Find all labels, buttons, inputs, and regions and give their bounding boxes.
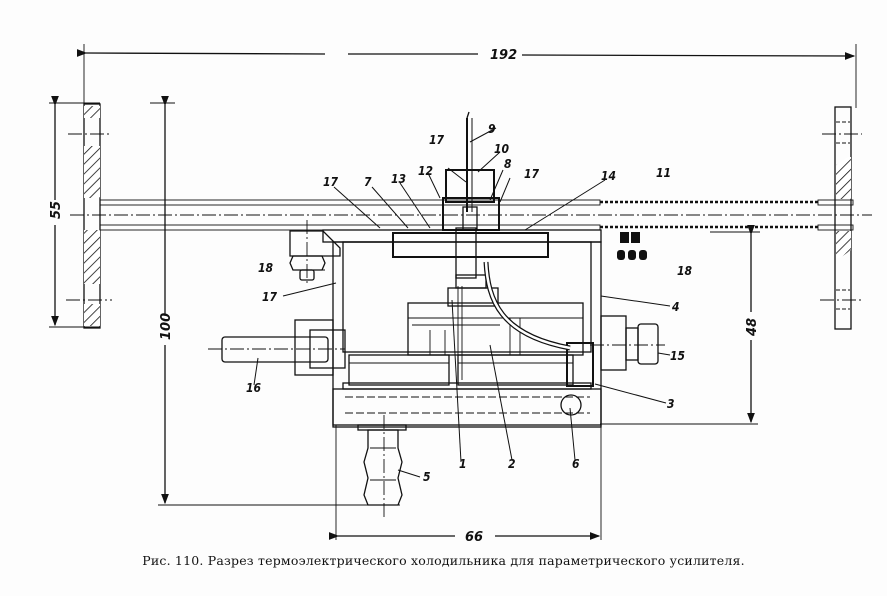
dim-192-label: 192 (490, 48, 517, 63)
dimension-100: 100 (150, 95, 400, 506)
dimension-48: 48 (600, 224, 760, 425)
label-1: 1 (459, 457, 467, 471)
dim-100-label: 100 (159, 313, 174, 340)
coolant-nipple (357, 415, 407, 520)
label-15: 15 (670, 349, 685, 363)
label-11: 11 (656, 166, 671, 180)
part-labels: 9 10 17 8 17 12 13 7 17 14 11 18 18 17 4… (246, 122, 693, 484)
top-connector (442, 111, 500, 231)
label-9: 9 (488, 122, 496, 136)
label-10: 10 (494, 142, 510, 156)
label-17-left: 17 (323, 175, 339, 189)
dim-48-label: 48 (745, 318, 760, 337)
label-2: 2 (508, 457, 516, 471)
label-13: 13 (391, 172, 406, 186)
right-connector (590, 315, 665, 371)
label-3: 3 (667, 397, 675, 411)
dim-66-label: 66 (465, 530, 483, 545)
leader-lines (253, 127, 671, 478)
dimension-192: 192 (76, 44, 857, 108)
label-14: 14 (601, 169, 616, 183)
housing-top-plate (322, 229, 602, 243)
part-marking (617, 232, 647, 260)
housing-body (332, 227, 602, 428)
right-flange (820, 106, 864, 330)
dimension-55: 55 (49, 95, 100, 328)
label-5: 5 (423, 470, 431, 484)
dim-55-label: 55 (49, 201, 64, 219)
label-4: 4 (672, 300, 680, 314)
label-17-bottom: 17 (262, 290, 278, 304)
label-12: 12 (418, 164, 433, 178)
figure-caption: Рис. 110. Разрез термоэлектрического хол… (142, 553, 745, 568)
dimension-66: 66 (328, 425, 602, 545)
label-7: 7 (364, 175, 372, 189)
label-18-left: 18 (258, 261, 274, 275)
label-16: 16 (246, 381, 262, 395)
label-18-right: 18 (677, 264, 693, 278)
label-17-right: 17 (524, 167, 540, 181)
waveguide-tube (70, 199, 872, 231)
label-17-top: 17 (429, 133, 445, 147)
label-8: 8 (504, 157, 512, 171)
label-6: 6 (572, 457, 580, 471)
left-input-connector (208, 319, 346, 376)
left-flange (66, 103, 112, 329)
